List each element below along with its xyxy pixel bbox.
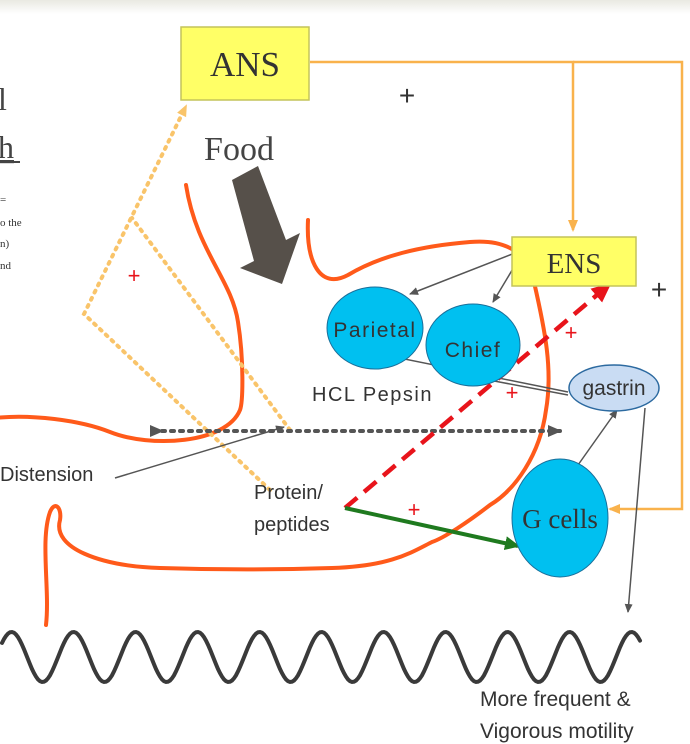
cut-text-line1: l xyxy=(0,81,7,117)
cut-text-line2: h xyxy=(0,129,14,165)
protein-label-1: Protein/ xyxy=(254,482,323,504)
gastrin-to-motility-line xyxy=(624,407,646,613)
red-plus-sign-1: + xyxy=(565,320,578,345)
gcells-to-gastrin-line xyxy=(577,409,618,466)
ans-to-gcells-line xyxy=(573,60,684,514)
stomach-outline-right xyxy=(43,218,551,627)
green-plus-sign: + xyxy=(408,497,421,522)
parietal-label: Parietal xyxy=(333,319,416,342)
cut-text-small4: nd xyxy=(0,260,12,272)
g-cells xyxy=(511,458,609,578)
chief-label: Chief xyxy=(445,339,502,362)
ens-label: ENS xyxy=(547,248,602,280)
ens-to-parietal-line xyxy=(409,252,516,295)
protein-to-gcells-arrow xyxy=(344,506,520,551)
ans-to-ens-line xyxy=(310,60,578,232)
dotted-loop xyxy=(81,104,272,492)
top-shade xyxy=(0,0,690,14)
protein-label-2: peptides xyxy=(254,514,330,536)
hcl-pepsin-label: HCL Pepsin xyxy=(312,384,433,406)
ens-box xyxy=(511,236,637,287)
gastrin-label: gastrin xyxy=(582,377,645,400)
distension-label: Distension xyxy=(0,464,93,486)
motility-label-1: More frequent & xyxy=(480,688,631,711)
ans-box xyxy=(180,26,310,101)
parietal-cell xyxy=(326,286,424,370)
food-arrow xyxy=(232,166,300,284)
cut-text-small2: o the xyxy=(0,217,22,229)
motility-label-2: Vigorous motility xyxy=(480,720,634,743)
gastrin-oval xyxy=(568,364,660,412)
protein-to-ens-feedback xyxy=(343,282,612,510)
chief-cell xyxy=(425,303,521,387)
left-plus-sign: + xyxy=(128,263,141,288)
ans-plus-sign: + xyxy=(399,80,415,111)
cut-text-small1: = xyxy=(0,194,6,206)
distension-pointer-line xyxy=(114,425,285,479)
g-cells-label: G cells xyxy=(522,504,598,534)
cut-text-small3: n) xyxy=(0,238,10,250)
motility-wave xyxy=(0,629,642,685)
food-label: Food xyxy=(204,131,274,168)
ens-plus-sign: + xyxy=(651,274,667,305)
stomach-outline-left xyxy=(0,183,245,444)
red-plus-sign-2: + xyxy=(506,380,519,405)
ans-label: ANS xyxy=(210,45,280,84)
